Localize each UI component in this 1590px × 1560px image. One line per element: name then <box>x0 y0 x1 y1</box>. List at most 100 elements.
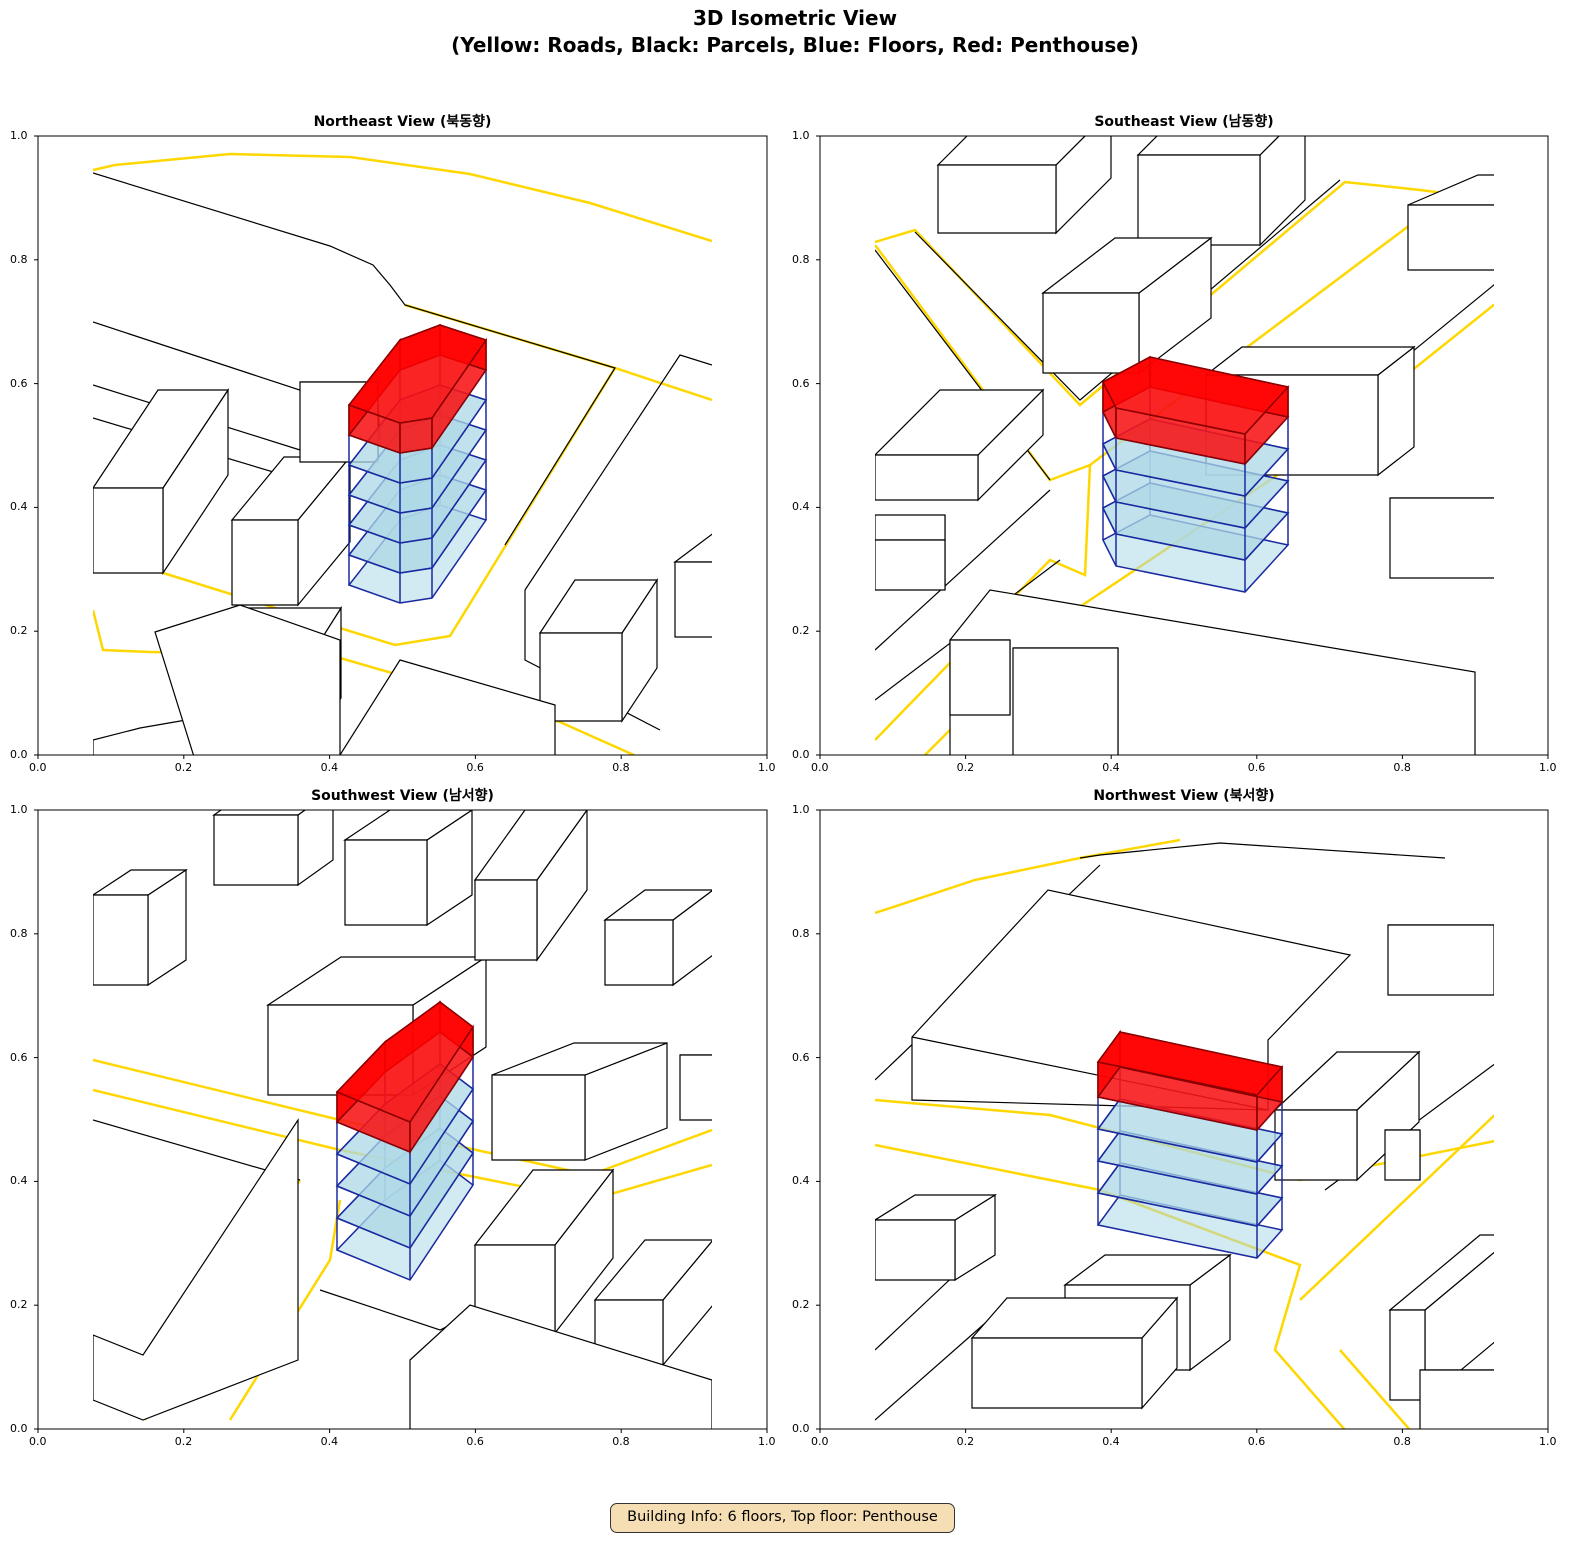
building-face <box>213 814 299 886</box>
penthouse-roof <box>1096 1031 1284 1096</box>
x-tick-label: 0.8 <box>1393 761 1411 774</box>
x-tick-label: 0.6 <box>466 1435 484 1448</box>
y-tick-label: 0.0 <box>10 748 28 761</box>
panel-title-northeast: Northeast View (북동향) <box>313 114 492 130</box>
x-tick-label: 1.0 <box>758 761 776 774</box>
building-face <box>875 1219 956 1281</box>
y-tick-label: 0.8 <box>10 252 28 266</box>
building-face <box>93 487 164 574</box>
building-face <box>539 632 623 722</box>
x-tick-label: 0.6 <box>466 761 484 774</box>
axes-frame-southeast <box>819 135 1549 756</box>
y-tick-label: 0.8 <box>10 926 28 940</box>
parcel-line <box>93 172 616 546</box>
road-line <box>875 838 1181 915</box>
y-tick-label: 1.0 <box>792 129 810 142</box>
y-tick-label: 0.6 <box>792 1050 810 1064</box>
x-tick-label: 1.0 <box>1539 761 1557 774</box>
y-tick-label: 1.0 <box>10 803 28 816</box>
panel-southeast <box>875 136 1494 755</box>
y-tick-label: 0.4 <box>10 500 28 514</box>
building-face <box>1387 924 1494 996</box>
building-face <box>875 539 946 591</box>
parcel-line <box>914 179 1341 401</box>
building-face <box>1274 1109 1358 1181</box>
x-tick-label: 0.8 <box>612 1435 630 1448</box>
x-tick-label: 0.2 <box>174 761 193 774</box>
building-face <box>93 1118 299 1421</box>
x-tick-label: 0.6 <box>1247 1435 1266 1448</box>
building-face <box>491 1074 586 1161</box>
y-tick-label: 1.0 <box>792 803 810 816</box>
y-tick-label: 0.2 <box>792 1298 810 1312</box>
building-face <box>339 659 556 755</box>
y-tick-label: 0.2 <box>10 624 28 638</box>
y-tick-label: 0.4 <box>792 500 810 514</box>
x-tick-label: 0.8 <box>612 761 630 774</box>
parcel-line <box>1079 842 1446 859</box>
penthouse-roof <box>335 1001 475 1123</box>
building-face <box>344 839 428 926</box>
penthouse-roof <box>1102 356 1290 435</box>
y-tick-label: 0.0 <box>792 748 810 761</box>
x-tick-label: 1.0 <box>1539 1435 1557 1448</box>
x-tick-label: 0.2 <box>174 1435 193 1448</box>
building-face <box>231 519 299 606</box>
road-line <box>93 1088 712 1202</box>
x-tick-label: 0.0 <box>811 761 829 774</box>
building-face <box>937 164 1057 234</box>
building-face <box>1384 1129 1421 1181</box>
building-face <box>875 514 946 541</box>
panel-southwest <box>93 810 712 1429</box>
x-tick-label: 0.4 <box>320 1435 339 1448</box>
building-face <box>1012 647 1119 755</box>
y-tick-label: 0.2 <box>10 1298 28 1312</box>
x-tick-label: 0.0 <box>811 1435 829 1448</box>
building-face <box>1042 292 1140 374</box>
road-line <box>875 1143 1346 1429</box>
figure-title: 3D Isometric View <box>692 6 898 30</box>
axes-frame-southwest <box>37 809 768 1430</box>
x-tick-label: 0.2 <box>956 1435 975 1448</box>
y-tick-label: 0.8 <box>792 926 810 940</box>
y-tick-label: 0.4 <box>10 1174 28 1188</box>
building-face <box>971 1337 1143 1409</box>
building-face <box>474 879 538 961</box>
building-face <box>1407 204 1494 271</box>
building-face <box>949 639 1011 716</box>
y-tick-label: 0.4 <box>792 1174 810 1188</box>
x-tick-label: 1.0 <box>758 1435 776 1448</box>
parcel-line <box>875 489 1051 651</box>
y-tick-label: 0.6 <box>792 376 810 390</box>
axes-frame-northwest <box>819 809 1549 1430</box>
building-face <box>1204 346 1416 376</box>
parcel-line <box>875 1269 961 1351</box>
x-tick-label: 0.2 <box>956 761 975 774</box>
building-face <box>1137 154 1261 246</box>
building-face <box>911 889 1352 1111</box>
axes-frame-northeast <box>37 135 768 756</box>
y-tick-label: 0.6 <box>10 376 28 390</box>
road-line <box>1299 1113 1494 1301</box>
x-tick-label: 0.8 <box>1393 1435 1411 1448</box>
y-tick-label: 0.0 <box>792 1422 810 1435</box>
x-tick-label: 0.0 <box>29 1435 47 1448</box>
road-line <box>875 224 1411 482</box>
panel-northwest <box>875 838 1494 1429</box>
building-face <box>1389 497 1494 579</box>
building-info-box: Building Info: 6 floors, Top floor: Pent… <box>610 1503 955 1533</box>
x-tick-label: 0.4 <box>320 761 339 774</box>
building-face <box>93 894 149 986</box>
building-face <box>875 454 979 501</box>
panel-title-northwest: Northwest View (북서향) <box>1093 788 1275 804</box>
panel-title-southwest: Southwest View (남서향) <box>311 788 494 804</box>
x-tick-label: 0.6 <box>1247 761 1266 774</box>
x-tick-label: 0.0 <box>29 761 47 774</box>
y-tick-label: 0.6 <box>10 1050 28 1064</box>
road-line <box>93 152 712 243</box>
y-tick-label: 0.0 <box>10 1422 28 1435</box>
penthouse-roof <box>347 324 488 424</box>
building-face <box>1419 1369 1494 1429</box>
